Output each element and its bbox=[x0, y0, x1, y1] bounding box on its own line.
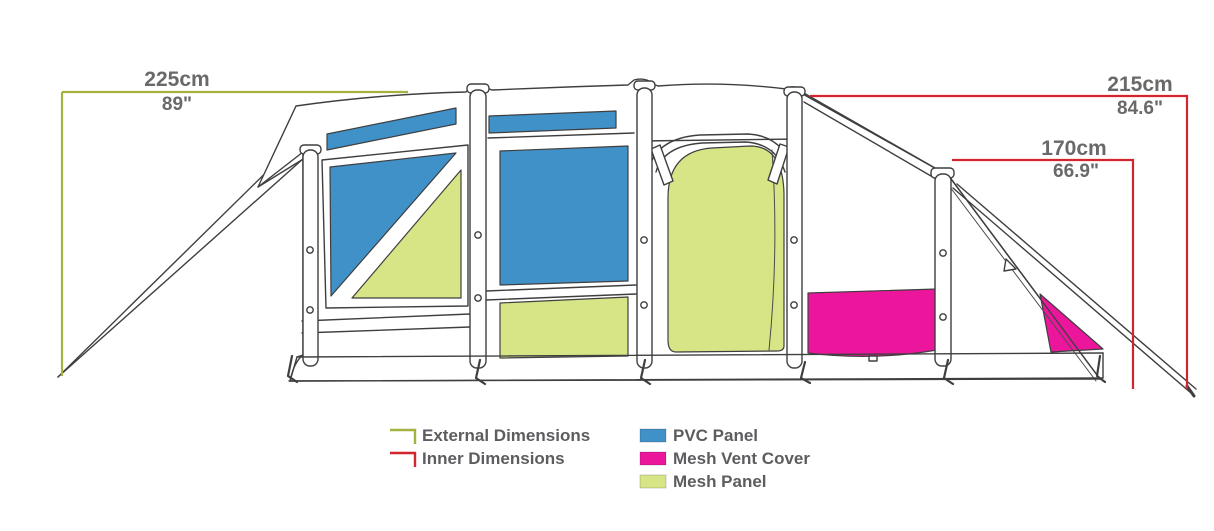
door-top-rail bbox=[639, 138, 801, 142]
clip-icon bbox=[474, 294, 482, 302]
legend-inner-label: Inner Dimensions bbox=[422, 449, 565, 468]
wall-bottom-line bbox=[296, 352, 1104, 358]
legend-mesh-panel-swatch bbox=[639, 474, 667, 489]
air-tube-4 bbox=[786, 91, 803, 369]
roof-slope-edge bbox=[800, 92, 950, 177]
air-tube-2 bbox=[469, 89, 487, 369]
pvc-window-1 bbox=[329, 152, 457, 297]
peg-strap bbox=[942, 358, 955, 386]
air-tube-5 bbox=[934, 173, 952, 367]
pvc-skylight-strip-1 bbox=[326, 107, 457, 151]
rear-slope-edge bbox=[950, 178, 1101, 380]
clip-icon bbox=[306, 246, 314, 254]
peg-strap bbox=[799, 360, 812, 385]
mesh-vent-rear-wedge bbox=[1039, 293, 1104, 353]
guy-rope-rear-upper bbox=[956, 183, 1197, 390]
door-corner-brace-left bbox=[650, 144, 674, 186]
inner-width-dimension-line bbox=[810, 94, 1189, 389]
bay-2-mid-rail-upper bbox=[485, 284, 637, 292]
air-tube-1 bbox=[302, 149, 319, 367]
inner-height-dimension-group: 170cm 66.9" bbox=[952, 137, 1135, 389]
window-1-frame bbox=[321, 144, 469, 309]
peg-strap bbox=[639, 358, 652, 386]
inner-height-metric-label: 170cm bbox=[1041, 137, 1106, 160]
legend-mesh-panel-label: Mesh Panel bbox=[673, 472, 767, 491]
legend-pvc-swatch bbox=[639, 428, 667, 443]
air-tube-3 bbox=[636, 87, 653, 369]
pvc-skylight-strip-2 bbox=[488, 110, 617, 134]
bay-2-mid-rail-lower bbox=[485, 293, 637, 301]
peg-strap bbox=[1095, 354, 1107, 384]
mesh-panel-lower-2 bbox=[499, 296, 629, 359]
clip-icon bbox=[939, 313, 947, 321]
bay-1-lower-rail-lower bbox=[301, 326, 471, 334]
mesh-panel-window-1 bbox=[351, 169, 462, 299]
external-width-imperial-label: 89" bbox=[162, 94, 192, 115]
mesh-door-panel bbox=[667, 145, 785, 353]
door-corner-brace-right bbox=[767, 143, 790, 185]
clip-icon bbox=[939, 249, 947, 257]
guy-rope-rear-lower bbox=[952, 187, 1192, 394]
legend: External Dimensions Inner Dimensions PVC… bbox=[390, 426, 810, 491]
external-width-metric-label: 225cm bbox=[144, 68, 209, 91]
peg-strap bbox=[286, 354, 299, 384]
guy-rope-clip bbox=[1003, 258, 1017, 272]
inner-height-dimension-line bbox=[952, 158, 1135, 389]
clip-icon bbox=[640, 236, 648, 244]
peg-straps bbox=[286, 354, 1107, 386]
legend-inner-line-icon bbox=[390, 451, 417, 467]
clip-icon bbox=[790, 301, 798, 309]
mesh-vent-cover-panel bbox=[807, 288, 938, 357]
clip-icon bbox=[474, 231, 482, 239]
rear-guy-peg bbox=[1185, 384, 1196, 398]
peg-strap bbox=[474, 358, 487, 386]
guy-rope-front-lower bbox=[57, 157, 305, 378]
legend-external-label: External Dimensions bbox=[422, 426, 590, 445]
clip-icon bbox=[306, 306, 314, 314]
inner-width-dimension-group: 215cm 84.6" bbox=[810, 73, 1189, 389]
clip-icon bbox=[790, 236, 798, 244]
air-tubes bbox=[299, 80, 955, 369]
legend-external-line-icon bbox=[390, 428, 417, 444]
clip-icon bbox=[640, 301, 648, 309]
inner-width-imperial-label: 84.6" bbox=[1117, 98, 1163, 119]
bay-2-top-rail bbox=[487, 132, 635, 139]
bay-1-lower-rail-upper bbox=[301, 313, 471, 322]
guy-rope-front-upper bbox=[57, 143, 296, 378]
rear-slope-inner bbox=[946, 182, 1097, 382]
inner-width-metric-label: 215cm bbox=[1107, 73, 1172, 96]
legend-mesh-vent-label: Mesh Vent Cover bbox=[673, 449, 810, 468]
legend-pvc-label: PVC Panel bbox=[673, 426, 758, 445]
legend-mesh-vent-swatch bbox=[639, 451, 667, 466]
inner-height-imperial-label: 66.9" bbox=[1053, 161, 1099, 182]
roof-slope-inner bbox=[803, 101, 944, 184]
vent-toggle bbox=[868, 355, 878, 362]
external-dimension-group: 225cm 89" bbox=[60, 68, 408, 376]
tube-clips bbox=[306, 231, 947, 321]
pvc-window-2 bbox=[499, 145, 629, 286]
ground-line bbox=[288, 377, 1104, 382]
